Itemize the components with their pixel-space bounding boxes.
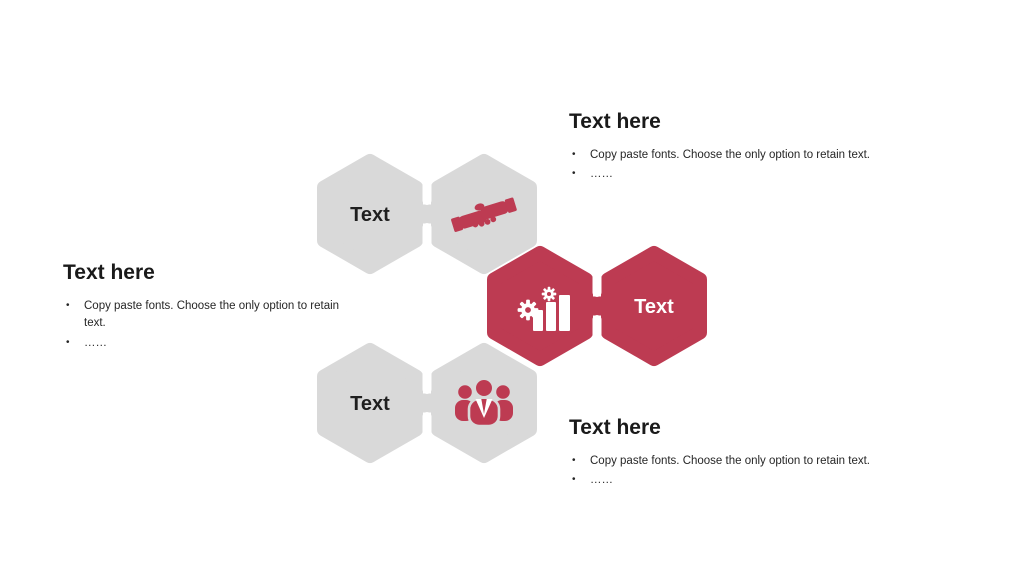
connector-notch <box>592 273 602 297</box>
block-title-bottom-right: Text here <box>569 416 661 439</box>
bullet-text: …… <box>590 168 613 181</box>
hex-pair-bottom: Text <box>324 350 530 456</box>
block-title-left: Text here <box>63 261 155 284</box>
hex-label-bottom-left: Text <box>350 393 390 415</box>
gears-bar-chart-icon <box>517 286 570 331</box>
bullet-text: Copy paste fonts. Choose the only option… <box>590 455 871 468</box>
hex-pair-top: Text <box>324 161 530 267</box>
hex-label-top-left: Text <box>350 204 390 226</box>
bullet-list-bottom-right: • Copy paste fonts. Choose the only opti… <box>569 453 899 490</box>
bullet-marker: • <box>66 336 70 348</box>
text-block-left: Text here • Copy paste fonts. Choose the… <box>63 261 341 354</box>
people-group-icon <box>455 377 513 428</box>
connector-notch <box>592 315 602 339</box>
hexagon-mid-left <box>494 253 586 359</box>
block-title-top-right: Text here <box>569 110 661 133</box>
bullet-marker: • <box>572 474 576 486</box>
bullet-text: …… <box>84 336 107 349</box>
connector-notch <box>422 412 432 436</box>
list-item: • Copy paste fonts. Choose the only opti… <box>569 147 899 164</box>
text-block-bottom-right: Text here • Copy paste fonts. Choose the… <box>569 416 899 492</box>
hex-pair-middle: Text <box>494 253 700 359</box>
bullet-list-top-right: • Copy paste fonts. Choose the only opti… <box>569 147 899 184</box>
list-item: • …… <box>569 472 899 489</box>
bullet-marker: • <box>572 168 576 180</box>
connector-notch <box>422 181 432 205</box>
bullet-text: Copy paste fonts. Choose the only option… <box>84 300 340 330</box>
connector-notch <box>422 370 432 394</box>
hex-label-mid-right: Text <box>634 296 674 318</box>
list-item: • Copy paste fonts. Choose the only opti… <box>569 453 899 470</box>
list-item: • …… <box>63 335 341 352</box>
bullet-marker: • <box>66 300 70 312</box>
bullet-text: Copy paste fonts. Choose the only option… <box>590 149 871 162</box>
connector-notch <box>422 223 432 247</box>
handshake-icon <box>451 197 517 232</box>
bullet-marker: • <box>572 149 576 161</box>
bullet-text: …… <box>590 474 613 487</box>
bullet-list-left: • Copy paste fonts. Choose the only opti… <box>63 298 341 352</box>
text-block-top-right: Text here • Copy paste fonts. Choose the… <box>569 110 899 186</box>
bullet-marker: • <box>572 455 576 467</box>
list-item: • …… <box>569 166 899 183</box>
list-item: • Copy paste fonts. Choose the only opti… <box>63 298 341 333</box>
